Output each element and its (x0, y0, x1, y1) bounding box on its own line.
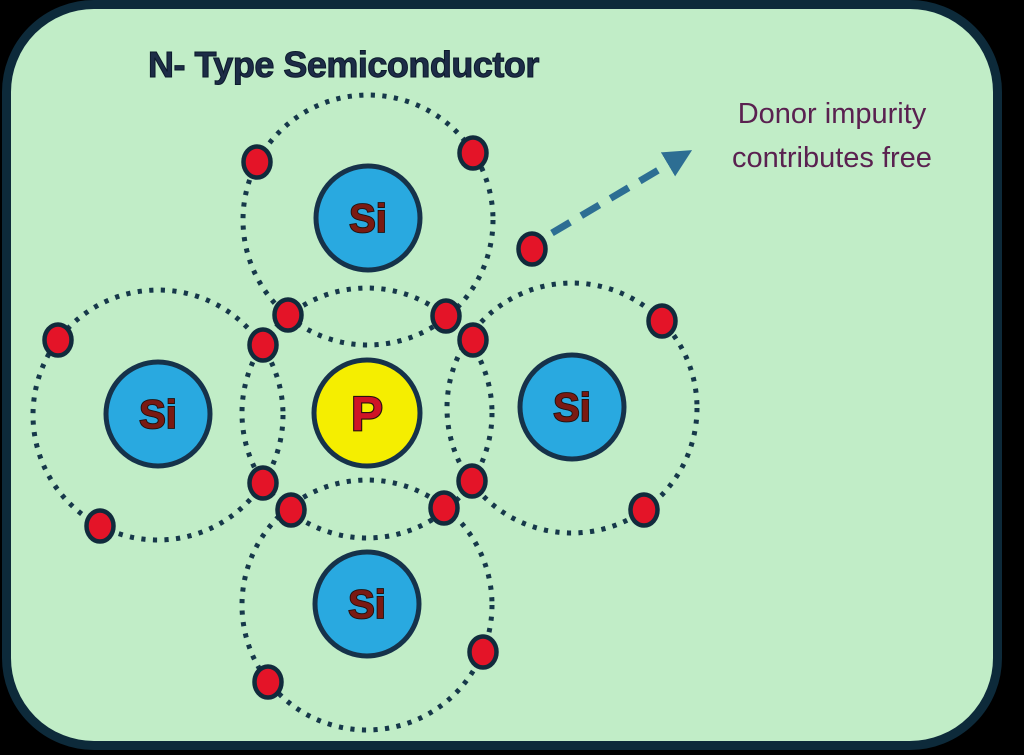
bond-left-electron (247, 327, 279, 363)
orbit-si-left (30, 287, 286, 543)
free-electron (516, 231, 548, 267)
atom-label-si-right: Si (553, 386, 591, 430)
donor-arrow (550, 150, 693, 237)
bond-right-electron (456, 463, 488, 499)
atom-label-p-center: P (351, 388, 383, 441)
bond-right-electron (457, 322, 489, 358)
si-right-outer-electron (646, 303, 678, 339)
orbit-si-top (240, 92, 496, 348)
bond-top-electron (272, 297, 304, 333)
bond-bottom-electron (275, 492, 307, 528)
atom-si-bottom (312, 549, 422, 659)
orbit-si-bottom (239, 477, 495, 733)
si-right-outer-electron (628, 492, 660, 528)
atom-si-left (103, 359, 213, 469)
si-top-outer-electron (457, 135, 489, 171)
atom-label-si-top: Si (349, 197, 387, 241)
si-bottom-outer-electron (467, 634, 499, 670)
orbits-layer (30, 92, 700, 733)
bond-left-electron (247, 465, 279, 501)
si-top-outer-electron (241, 144, 273, 180)
donor-annotation: Donor impurity contributes free (702, 92, 962, 180)
orbit-si-right (444, 280, 700, 536)
atom-p-center (311, 357, 423, 469)
atom-si-top (313, 163, 423, 273)
donor-annotation-line1: Donor impurity (737, 98, 927, 130)
electrons-layer (42, 135, 678, 700)
atom-label-si-left: Si (139, 393, 177, 437)
donor-annotation-line2: contributes free (732, 142, 932, 174)
arrow-layer (550, 150, 693, 237)
atom-label-si-bottom: Si (348, 583, 386, 627)
atom-si-right (517, 352, 627, 462)
si-bottom-outer-electron (252, 664, 284, 700)
si-left-outer-electron (42, 322, 74, 358)
si-left-outer-electron (84, 508, 116, 544)
page-title: N- Type Semiconductor (148, 44, 540, 86)
orbit-p-center (239, 285, 495, 541)
bond-bottom-electron (428, 490, 460, 526)
bond-top-electron (430, 298, 462, 334)
